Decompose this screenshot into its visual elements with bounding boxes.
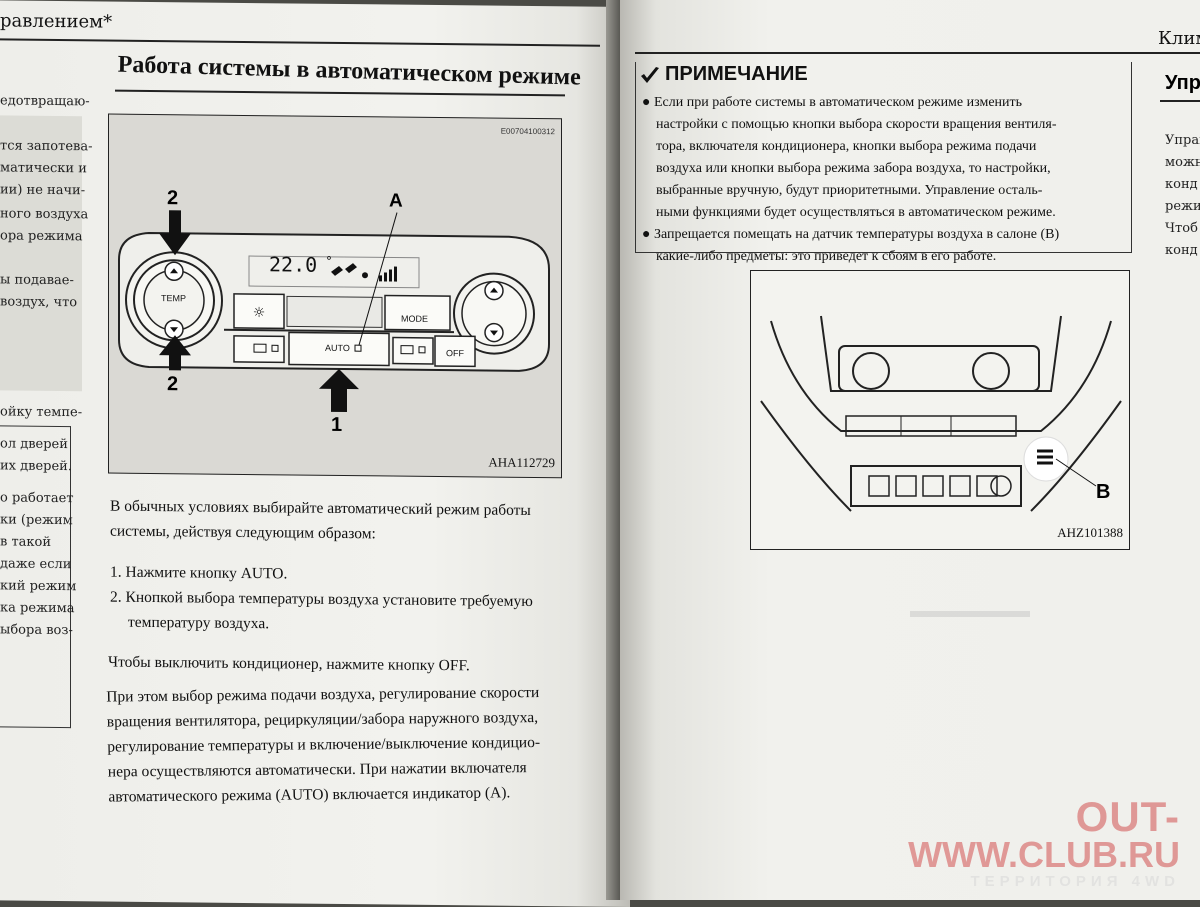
left-shaded-block [0, 115, 82, 392]
intro-line: системы, действуя следующим образом: [110, 522, 376, 543]
edge-fragment: ного воздуха [0, 206, 89, 223]
callout-1: 1 [331, 413, 343, 437]
side-section-title: Упр [1165, 72, 1200, 94]
edge-fragment: ыбора воз- [0, 622, 73, 639]
left-edge-column: едотвращаю- тся запотева- матически и ии… [0, 60, 100, 729]
intro-paragraph: В обычных условиях выбирайте автоматичес… [110, 494, 531, 548]
edge-fragment: воздух, что [0, 294, 78, 311]
side-title-rule [1160, 100, 1200, 102]
final-line: автоматического режима (AUTO) включается… [108, 784, 511, 806]
dashboard-drawing [760, 315, 1122, 512]
note-line: ● Запрещается помещать на датчик темпера… [642, 227, 1060, 242]
auto-button-label: AUTO [325, 342, 350, 354]
celsius-icon: ° [326, 253, 332, 268]
temp-knob-label: TEMP [161, 293, 187, 304]
edge-fragment: ка режима [0, 600, 75, 617]
watermark-line-2: WWW.CLUB.RU [908, 834, 1180, 875]
left-header-rule [0, 38, 600, 47]
display-temperature: 22.0 [269, 252, 318, 277]
edge-fragment: едотвращаю- [0, 93, 90, 110]
off-instruction: Чтобы выключить кондиционер, нажмите кно… [108, 653, 470, 675]
sensor-location-figure: B AHZ101388 [750, 270, 1130, 550]
figure-id: AHA112729 [488, 454, 555, 471]
edge-fragment: матически и [0, 160, 87, 177]
step-text: Нажмите кнопку AUTO. [125, 563, 288, 583]
edge-fragment: их дверей. [0, 458, 72, 475]
edge-fragment: в такой [0, 534, 52, 550]
note-line: выбранные вручную, будут приоритетными. … [656, 183, 1043, 198]
edge-fragment: кий режим [0, 578, 77, 595]
step-num: 2. [110, 588, 122, 606]
note-line: настройки с помощью кнопки выбора скорос… [656, 117, 1057, 132]
right-page: Клим ПРИМЕЧАНИЕ ● Если при работе систем… [620, 0, 1200, 900]
edge-fragment: ии) не начи- [0, 182, 86, 199]
note-item-1: ● Если при работе системы в автоматическ… [642, 92, 1057, 224]
edge-fragment: ы подавае- [0, 272, 74, 289]
mode-button-label: MODE [401, 313, 428, 324]
edge-fragment: ки (режим [0, 512, 73, 529]
edge-fragment: о работает [0, 490, 74, 507]
edge-fragment: тся запотева- [0, 138, 93, 155]
watermark-line-1: OUT- [1075, 793, 1180, 840]
note-line: воздуха или кнопки выбора режима забора … [656, 161, 1051, 176]
step-continuation: температуру воздуха. [128, 613, 270, 633]
checkmark-icon [641, 67, 659, 83]
note-line: какие-либо предметы: это приведет к сбоя… [656, 249, 997, 264]
edge-fragment: даже если [0, 556, 72, 573]
final-paragraph: При этом выбор режима подачи воздуха, ре… [106, 680, 542, 810]
right-running-head: Клим [1158, 28, 1200, 49]
note-box [635, 62, 1132, 253]
edge-fragment: ора режима [0, 228, 83, 245]
section-title: Работа системы в автоматическом режиме [117, 51, 581, 91]
note-line: тора, включателя кондиционера, кнопки вы… [656, 139, 1037, 154]
step-text: Кнопкой выбора температуры воздуха устан… [125, 588, 533, 610]
climate-panel-drawing: ☼ [118, 210, 550, 413]
climate-panel-figure: E00704100312 [108, 113, 562, 479]
svg-text:☼: ☼ [253, 305, 266, 321]
callout-a: A [389, 190, 403, 212]
note-line: ● Если при работе системы в автоматическ… [642, 95, 1023, 110]
edge-fragment: ойку темпе- [0, 404, 83, 421]
callout-b: B [1096, 481, 1111, 503]
edge-fragment: ол дверей [0, 436, 68, 453]
bleed-through-heading: ▬▬▬▬▬▬ [910, 600, 1030, 622]
bullet-icon: ● [642, 227, 654, 242]
note-heading-text: ПРИМЕЧАНИЕ [665, 63, 808, 85]
callout-2-top: 2 [167, 187, 179, 210]
bullet-icon: ● [642, 95, 654, 110]
left-running-head: равлением* [0, 10, 113, 33]
site-watermark: OUT- WWW.CLUB.RU ТЕРРИТОРИЯ 4WD [908, 793, 1180, 891]
note-line: ными функциями будет осуществляться в ав… [656, 205, 1056, 220]
side-fragments: Управ можн конд режи Чтоб конд [1165, 133, 1200, 258]
watermark-line-3: ТЕРРИТОРИЯ 4WD [970, 873, 1180, 890]
right-header-rule [635, 52, 1200, 54]
off-button-label: OFF [446, 348, 464, 359]
section-title-rule [115, 89, 565, 97]
figure-id: AHZ101388 [1057, 525, 1123, 540]
steps-list: 1. Нажмите кнопку AUTO. 2. Кнопкой выбор… [110, 560, 533, 639]
left-page: равлением* едотвращаю- тся запотева- мат… [0, 0, 630, 907]
callout-2-bottom: 2 [167, 373, 179, 396]
step-num: 1. [110, 563, 122, 581]
note-item-2: ● Запрещается помещать на датчик темпера… [642, 224, 1059, 268]
